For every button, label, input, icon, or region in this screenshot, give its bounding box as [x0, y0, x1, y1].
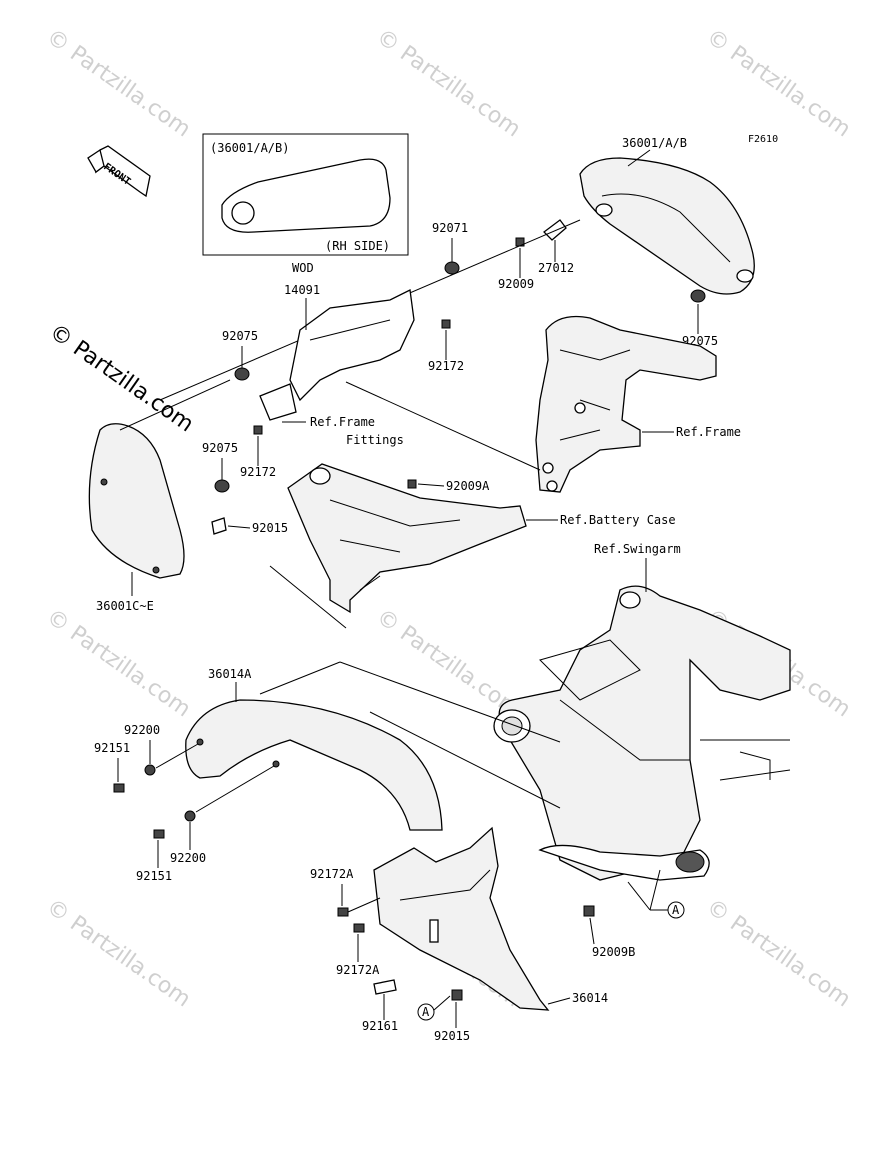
front-arrow-icon: FRONT [87, 145, 151, 198]
marker-a-icon [417, 1003, 435, 1021]
label-36001ce: 36001C~E [96, 599, 154, 613]
label-92015: 92015 [252, 521, 288, 535]
chain-guard-36014a [185, 699, 443, 831]
washer-92200-a [144, 764, 156, 776]
frame [535, 315, 717, 493]
label-ref-frame-fittings: Ref.Frame [310, 415, 375, 429]
watermark: © Partzilla.com [702, 24, 855, 142]
bolt-92151-a [113, 783, 125, 793]
label-92015-b: 92015 [434, 1029, 470, 1043]
label-92009: 92009 [498, 277, 534, 291]
label-14091: 14091 [284, 283, 320, 297]
watermark: © Partzilla.com [42, 24, 195, 142]
label-36014: 36014 [572, 991, 608, 1005]
bolt-92151-b [153, 829, 165, 839]
watermark: © Partzilla.com [42, 604, 195, 722]
label-92172a-2: 92172A [336, 963, 380, 977]
inset-part-label: (36001/A/B) [210, 141, 289, 155]
marker-a-label: A [422, 1005, 430, 1019]
label-ref-frame: Ref.Frame [676, 425, 741, 439]
grommet-92075-mid [214, 479, 230, 493]
side-cover-right [579, 157, 755, 295]
label-92009a: 92009A [446, 479, 490, 493]
washer-92200-b [184, 810, 196, 822]
label-ref-swingarm: Ref.Swingarm [594, 542, 681, 556]
battery-case [287, 463, 527, 614]
collar-92015 [211, 517, 227, 535]
marker-a-label-2: A [672, 903, 680, 917]
grommet-92071 [444, 261, 460, 275]
label-92151-b: 92151 [136, 869, 172, 883]
figure-code: F2610 [748, 134, 778, 145]
watermark: © Partzilla.com [702, 894, 855, 1012]
label-92200-b: 92200 [170, 851, 206, 865]
watermark-dark: © Partzilla.com [45, 319, 198, 437]
label-27012: 27012 [538, 261, 574, 275]
bolt-92172a-1 [337, 907, 349, 917]
bolt-92172a-2 [353, 923, 365, 933]
side-cover-left [88, 423, 185, 579]
label-ref-battery-case: Ref.Battery Case [560, 513, 676, 527]
chain-guard-36014 [373, 826, 550, 1011]
label-92075-left: 92075 [222, 329, 258, 343]
bracket-14091 [259, 289, 415, 421]
label-92172: 92172 [428, 359, 464, 373]
label-92075-mid: 92075 [202, 441, 238, 455]
label-92009b: 92009B [592, 945, 635, 959]
label-36014a: 36014A [208, 667, 252, 681]
label-92172a-1: 92172A [310, 867, 354, 881]
label-wod: WOD [292, 261, 314, 275]
label-36001ab: 36001/A/B [622, 136, 687, 150]
pad-92161 [373, 979, 397, 995]
inset-side-label: (RH SIDE) [325, 239, 390, 253]
swingarm [493, 585, 791, 881]
label-92071: 92071 [432, 221, 468, 235]
label-92200-a: 92200 [124, 723, 160, 737]
grommet-92075-right [690, 289, 706, 303]
grommet-92075-left [234, 367, 250, 381]
bolt-92172-left [253, 425, 263, 435]
clip-27012 [543, 219, 567, 241]
bolt-92009b [583, 905, 595, 917]
inset-box: (36001/A/B) (RH SIDE) [202, 133, 409, 256]
collar-92015-b [451, 989, 463, 1001]
label-ref-frame-fittings-2: Fittings [346, 433, 404, 447]
bolt-92172 [441, 319, 451, 329]
label-92161: 92161 [362, 1019, 398, 1033]
label-92172-left: 92172 [240, 465, 276, 479]
label-92151-a: 92151 [94, 741, 130, 755]
bolt-92009a [407, 479, 417, 489]
watermark: © Partzilla.com [42, 894, 195, 1012]
watermark: © Partzilla.com [372, 24, 525, 142]
